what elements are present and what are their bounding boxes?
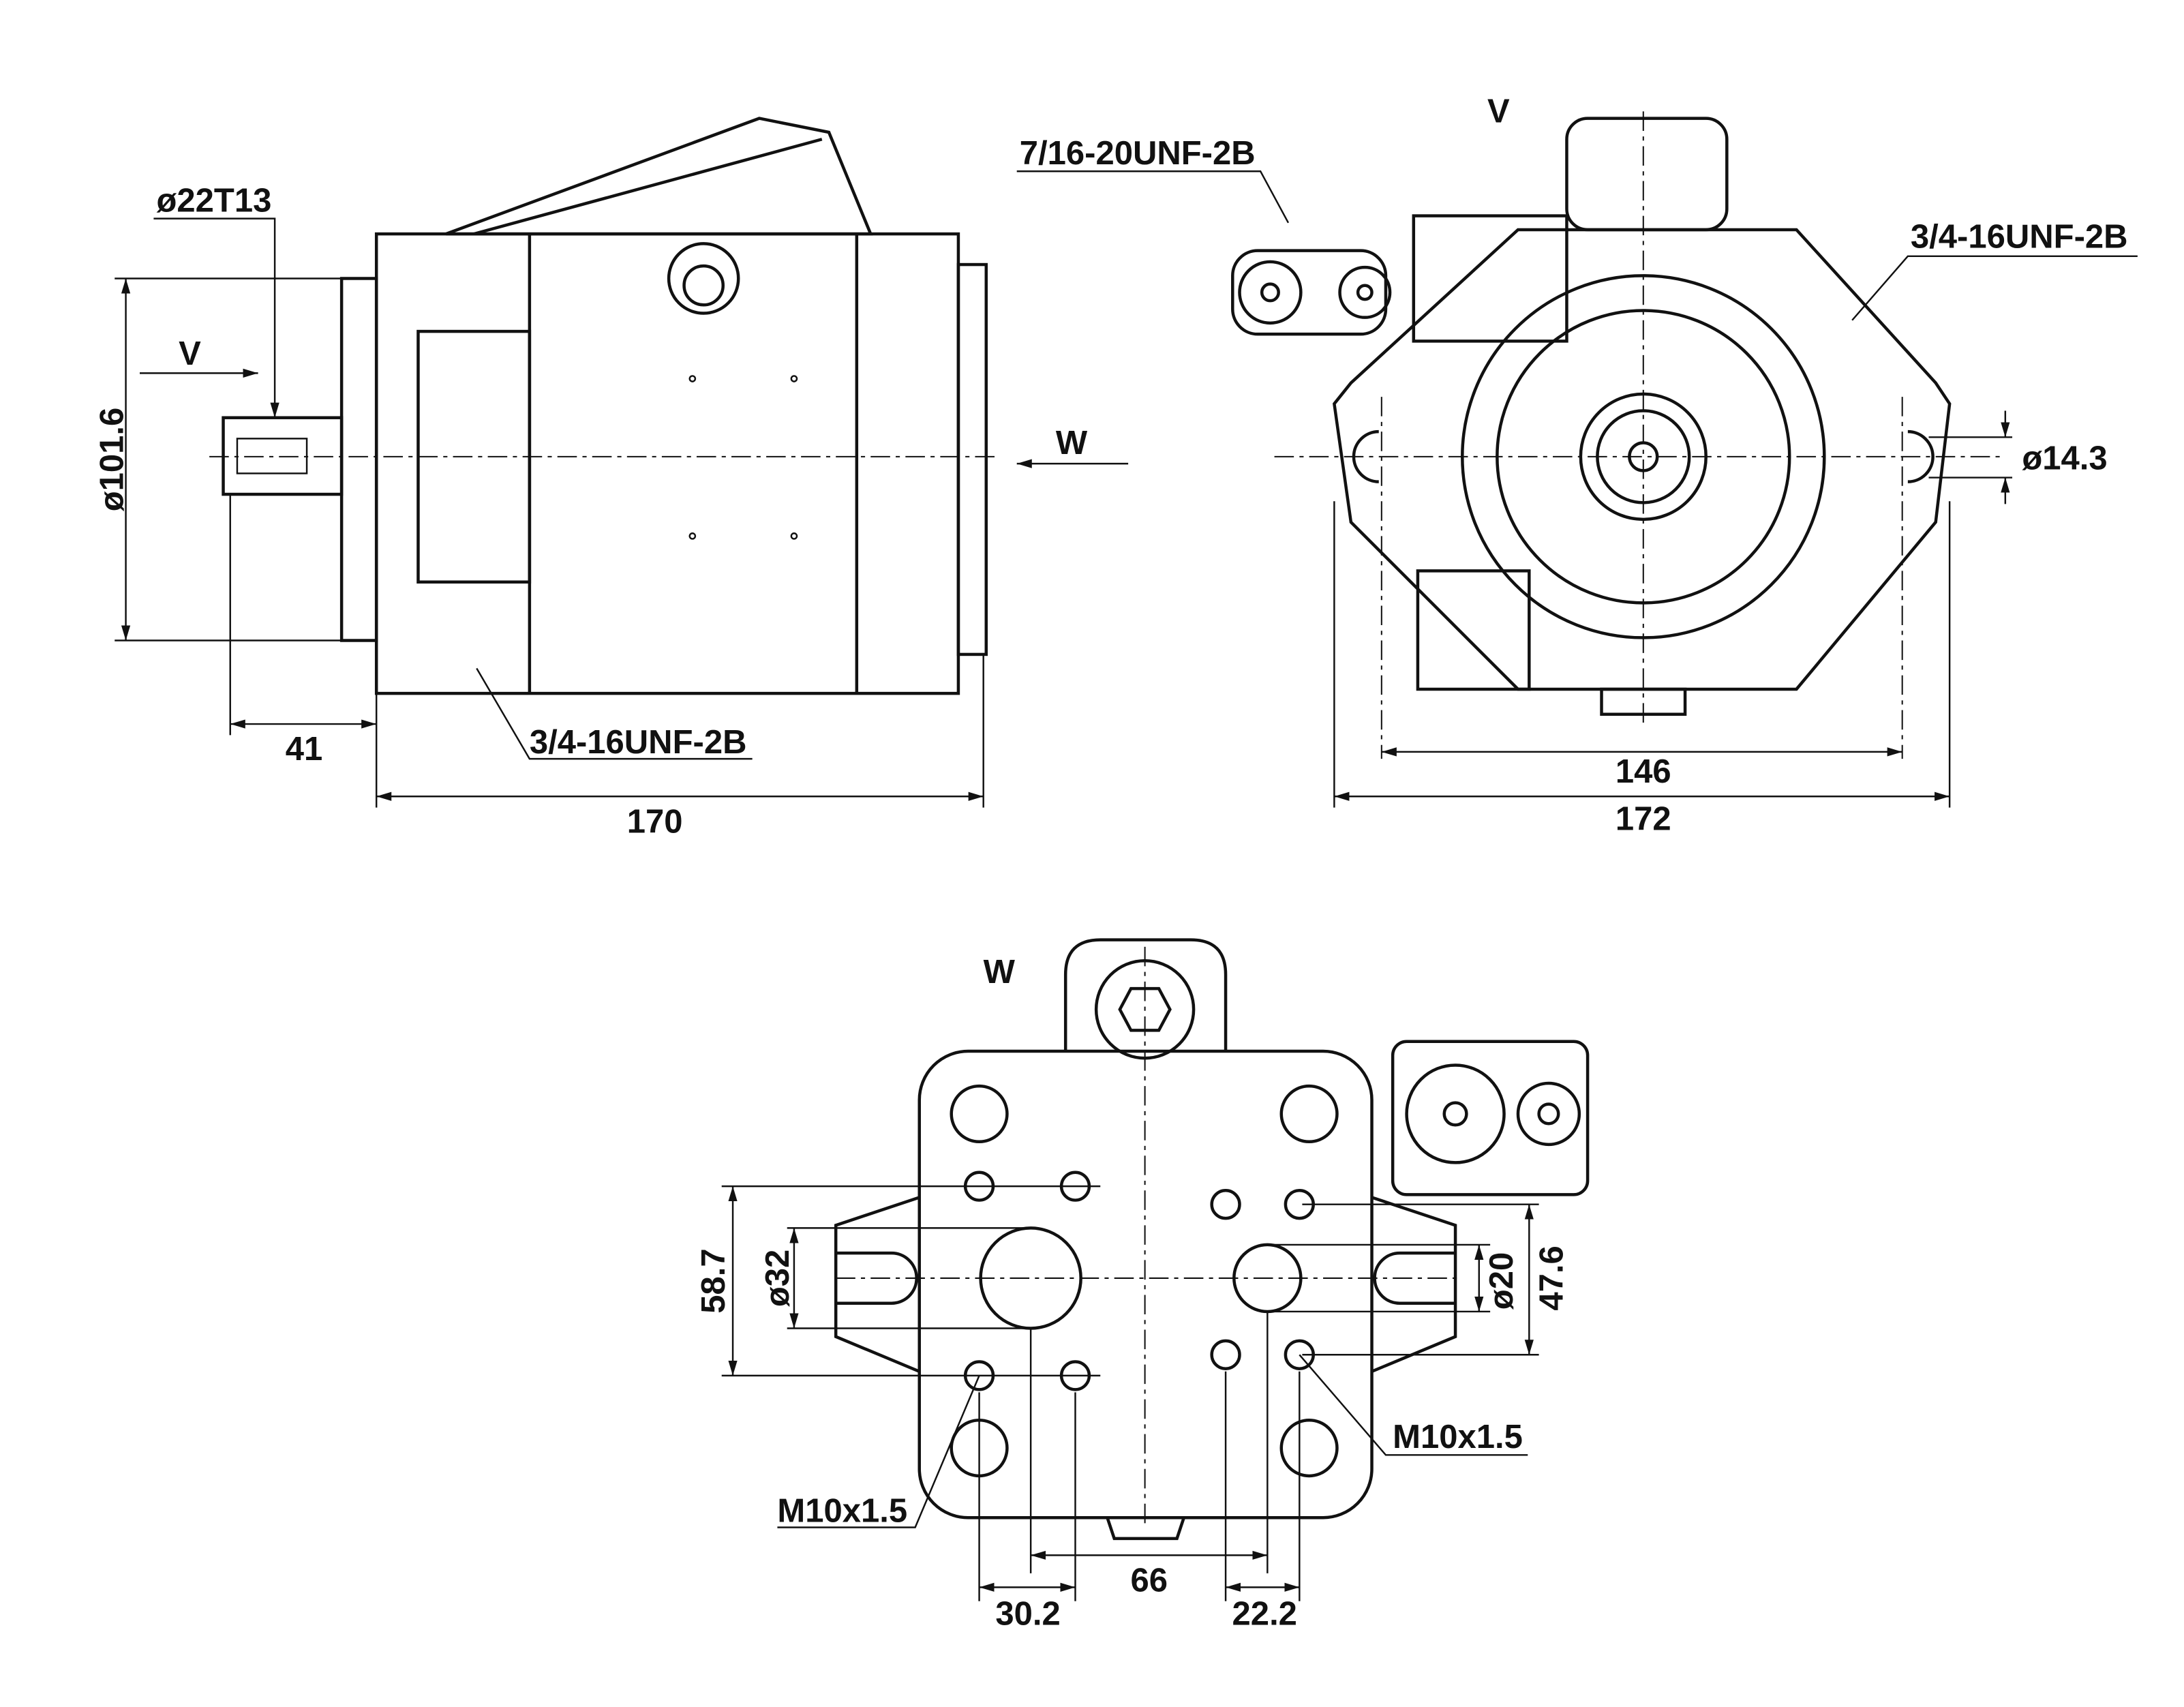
- rear-control-valve: [1391, 1040, 1590, 1196]
- control-boss: [1565, 117, 1729, 232]
- overall-length-label: 170: [627, 803, 683, 840]
- port-boss: [667, 242, 740, 315]
- front-flange: [1333, 228, 1952, 691]
- bolt: [1279, 1084, 1339, 1144]
- mounting-hole-label: ø14.3: [2022, 440, 2107, 477]
- mounting-flange: [339, 277, 378, 642]
- port-spacing-label: 66: [1130, 1562, 1168, 1599]
- thread-right-label: M10x1.5: [1393, 1419, 1523, 1455]
- side-view: ø101.6 ø22T13 V 41 170 3/4-16UNF-2B W: [93, 117, 1129, 840]
- inlet-bolt-spacing-label: 30.2: [995, 1595, 1060, 1632]
- control-valve: [1231, 249, 1388, 336]
- top-boss: [1063, 938, 1228, 1052]
- shaft-length-label: 41: [286, 731, 323, 768]
- threaded-holes: [963, 1170, 1315, 1391]
- rear-view: W 58.7 ø32 ø20 47.6 M10x1.5 M10x1.5 66 3…: [695, 938, 1590, 1632]
- right-height-label: 47.6: [1533, 1245, 1570, 1310]
- overall-width-label: 172: [1616, 800, 1671, 837]
- front-view: V 7/16-20UNF-2B 3/4-16UNF-2B ø14.3 146 1…: [1016, 93, 2138, 837]
- front-view-title: V: [1487, 93, 1510, 130]
- view-marker-w: W: [1056, 425, 1088, 462]
- flange-diameter-label: ø101.6: [93, 408, 130, 512]
- left-height-label: 58.7: [695, 1248, 732, 1313]
- shaft-spline-label: ø22T13: [156, 182, 271, 219]
- inlet-diameter-label: ø32: [759, 1250, 796, 1307]
- bolt-spacing-label: 146: [1616, 753, 1671, 790]
- control-port-thread-label: 7/16-20UNF-2B: [1020, 135, 1256, 172]
- thread-left-label: M10x1.5: [777, 1492, 907, 1529]
- pump-body: [374, 232, 960, 695]
- control-housing: [445, 117, 873, 236]
- rear-view-title: W: [984, 954, 1016, 991]
- outlet-diameter-label: ø20: [1483, 1252, 1520, 1310]
- outlet-bolt-spacing-label: 22.2: [1232, 1595, 1297, 1632]
- front-port-thread-label: 3/4-16UNF-2B: [1911, 219, 2128, 256]
- side-port-thread-label: 3/4-16UNF-2B: [530, 724, 747, 761]
- inlet-port: [979, 1226, 1082, 1330]
- bolt: [1279, 1419, 1339, 1478]
- bolt: [950, 1084, 1009, 1144]
- view-marker-v: V: [179, 335, 201, 372]
